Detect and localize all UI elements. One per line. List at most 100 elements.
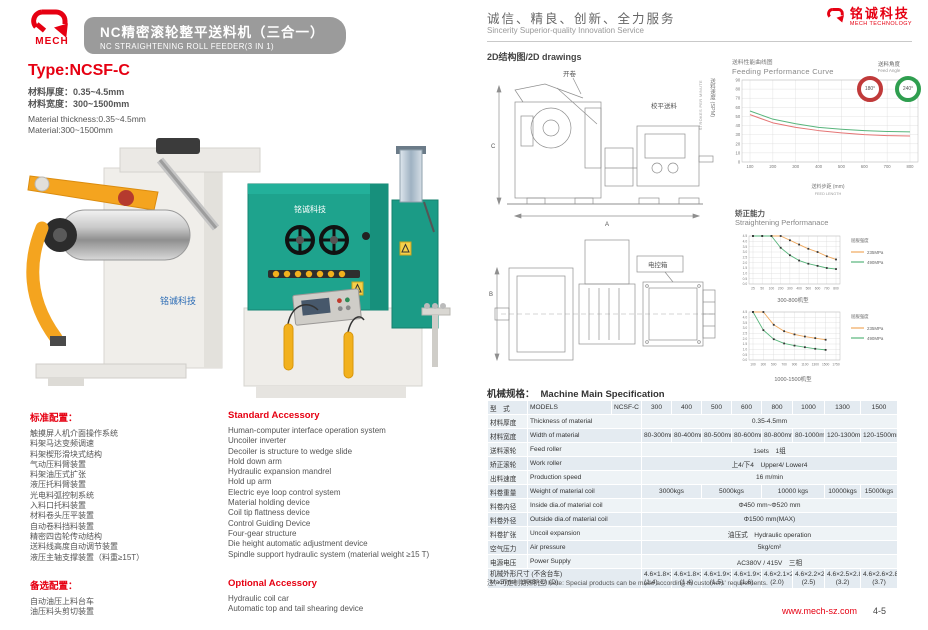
spec-cell-line: 4.6×2.5×2.8: [827, 570, 861, 578]
material-specs-en: Material thickness:0.35~4.5mm Material:3…: [28, 114, 146, 136]
spec-cell: Air pressure: [527, 540, 642, 555]
page-number: 4-5: [872, 606, 886, 616]
spec-cell: 80-500mm: [701, 428, 732, 443]
list-item: 液压主轴支撑装置（料重≥15T）: [30, 552, 145, 562]
spec-cell: 1sets 1组: [641, 442, 898, 457]
feed-angle-gauge-240-icon: 240°: [895, 76, 921, 102]
svg-text:1.0: 1.0: [743, 272, 748, 276]
spec-cell: 料卷扩张: [487, 526, 528, 541]
list-item: 自动卷料挡料装置: [30, 521, 94, 531]
spec-row: 机械外形尺寸 (不含台车)Machine (A×B×C) (D)4.6×1.8×…: [487, 568, 898, 589]
feed-angle-gauge-180-icon: 180°: [857, 76, 883, 102]
svg-text:4.5: 4.5: [743, 234, 748, 238]
svg-text:3.5: 3.5: [743, 321, 748, 325]
list-item: 自动油压上料台车: [30, 597, 94, 606]
list-item: Material holding device: [228, 498, 310, 508]
svg-text:20: 20: [736, 141, 741, 146]
spec-cell: 800: [761, 400, 793, 415]
svg-text:0: 0: [738, 160, 741, 165]
spec-cell: 120-1300mm: [824, 428, 861, 443]
spec-cell-line: (1.6): [739, 578, 754, 586]
material-specs-cn: 材料厚度：0.35~4.5mm 材料宽度：300~1500mm: [28, 86, 129, 110]
catalog-left-page: MECH NC精密滚轮整平送料机（三合一） NC STRAIGHTENING R…: [26, 8, 451, 618]
spec-cell: Thickness of material: [527, 414, 642, 429]
list-item: Uncoiler inverter: [228, 436, 287, 446]
spec-cell: AC380V / 415V 三相: [641, 554, 898, 569]
spec-cell: Width of material: [527, 428, 642, 443]
svg-text:0.0: 0.0: [743, 282, 748, 286]
list-item: Coil tip flattness device: [228, 508, 310, 518]
optional-accessory-items-cn: 自动油压上料台车油压料头剪切装置: [30, 597, 270, 618]
svg-text:50: 50: [736, 114, 741, 119]
legend-title: 屈服强度: [851, 237, 869, 244]
spec-cell: 80-800mm: [761, 428, 793, 443]
list-item: Hold down arm: [228, 456, 282, 466]
svg-text:600: 600: [815, 286, 821, 290]
spec-cell: 电源电压: [487, 554, 528, 569]
spec-cell: 机械外形尺寸 (不含台车)Machine (A×B×C) (D): [487, 568, 642, 589]
brand-logo-block: 铭诚科技 MECH TECHNOLOGY: [826, 7, 912, 27]
drawing-label-control-box: 电控箱: [648, 260, 668, 269]
list-item: Electric eye loop control system: [228, 487, 341, 497]
straightener-feeder-unit: 铭诚科技: [243, 146, 451, 398]
svg-text:1.5: 1.5: [743, 342, 748, 346]
feeding-chart-title-cn: 送料性能曲线图: [732, 58, 773, 66]
spec-table-heading-en: Machine Main Specification: [540, 389, 665, 400]
spec-cell: 10000kgs: [824, 484, 861, 499]
spec-cell: 80-400mm: [671, 428, 702, 443]
standard-accessory-heading-en: Standard Accessory: [228, 410, 320, 421]
website-link[interactable]: www.mech-sz.com: [781, 606, 857, 616]
straightening-title-en: Straightening Performanace: [735, 218, 829, 227]
drawing-top-view: 电控箱 B: [489, 239, 716, 362]
svg-text:2.0: 2.0: [743, 261, 748, 265]
svg-text:400: 400: [796, 286, 802, 290]
spec-cell: 0.35-4.5mm: [641, 414, 898, 429]
spec-cell: 材料宽度: [487, 428, 528, 443]
spec-cell: 500: [701, 400, 732, 415]
spec-cell: 4.6×1.9×2.8(1.5): [701, 568, 732, 589]
svg-text:50: 50: [760, 286, 764, 290]
feeding-chart-xlabel-cn: 送料步距 (mm): [811, 183, 844, 190]
drawing-side-view: 开卷 校平送料 C A: [491, 69, 714, 228]
mech-logo: MECH: [28, 8, 76, 47]
material-width-en: Material:300~1500mm: [28, 125, 113, 135]
svg-text:200: 200: [769, 164, 777, 169]
list-item: 精密四齿轮传动结构: [30, 531, 102, 541]
product-title-cn: NC精密滚轮整平送料机（三合一）: [100, 25, 325, 40]
spec-cell: 4.6×1.8×2.8(1.4): [641, 568, 672, 589]
safety-pull-handle: [343, 331, 354, 379]
optional-accessory-heading-en: Optional Accessory: [228, 578, 317, 589]
feed-angle-title-cn: 送料角度: [877, 62, 900, 68]
svg-text:100: 100: [750, 362, 756, 366]
outfeed-rollers: [421, 303, 451, 367]
drawings-heading: 2D结构图/2D drawings: [487, 52, 582, 62]
svg-text:200: 200: [778, 286, 784, 290]
svg-text:300: 300: [761, 362, 767, 366]
mech-logo-word: MECH: [35, 36, 69, 47]
straightening-title-cn: 矫正能力: [735, 209, 765, 218]
feed-angle-value: 240°: [902, 86, 914, 92]
svg-text:2.0: 2.0: [743, 337, 748, 341]
spec-cell: 上4/下4 Upper4/ Lower4: [641, 456, 898, 471]
model-type-heading: Type:NCSF-C: [28, 62, 130, 79]
spec-cell: 空气压力: [487, 540, 528, 555]
svg-text:25: 25: [751, 286, 755, 290]
machine-photo-illustration: 铭诚科技 铭诚科技: [26, 138, 451, 398]
spec-cell: 5000kgs: [701, 484, 762, 499]
spec-cell-line: 4.6×1.8×2.8: [674, 570, 701, 578]
spec-cell: 料卷外径: [487, 512, 528, 527]
brand-name-cn: 铭诚科技: [849, 6, 910, 21]
warning-sticker-icon: [399, 241, 412, 256]
drawing-label-uncoil: 开卷: [563, 69, 577, 78]
legend-label: 490MPa: [867, 260, 884, 265]
spec-cell-line: (1.5): [709, 578, 724, 586]
svg-text:3.0: 3.0: [743, 326, 748, 330]
svg-text:700: 700: [781, 362, 787, 366]
